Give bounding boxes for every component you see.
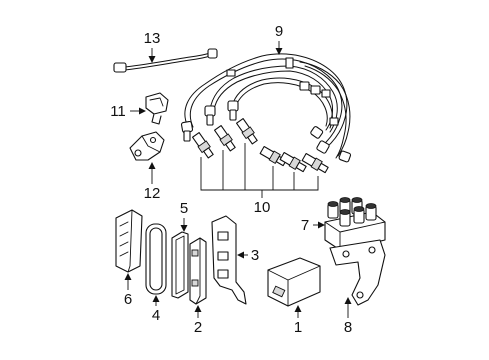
control-module-1 (267, 257, 321, 307)
sensor-11 (145, 92, 169, 125)
shield-6 (115, 209, 143, 273)
callout-8: 8 (344, 319, 352, 336)
callout-6: 6 (124, 291, 132, 308)
ignition-coil-7 (324, 197, 386, 251)
callout-5: 5 (180, 200, 188, 217)
callout-9: 9 (275, 23, 283, 40)
callout-4: 4 (152, 307, 160, 324)
callout-3: 3 (251, 247, 259, 264)
callout-7: 7 (301, 217, 309, 234)
bracket-3 (211, 215, 247, 305)
callout-10: 10 (254, 199, 271, 216)
spark-plugs-10 (191, 118, 329, 198)
callout-1: 1 (294, 319, 302, 336)
callouts: 13 9 11 12 10 7 5 3 6 4 2 1 8 (110, 23, 352, 336)
callout-2: 2 (194, 319, 202, 336)
gasket-4 (145, 223, 167, 295)
module-2 (189, 237, 207, 305)
callout-11: 11 (110, 103, 126, 120)
sensor-harness-13 (113, 48, 218, 73)
ignition-wire-set-9 (180, 53, 352, 163)
coil-bracket-8 (329, 239, 386, 306)
callout-12: 12 (144, 185, 161, 202)
callout-13: 13 (144, 30, 161, 47)
seal-5 (171, 231, 189, 299)
sensor-12 (129, 131, 165, 161)
